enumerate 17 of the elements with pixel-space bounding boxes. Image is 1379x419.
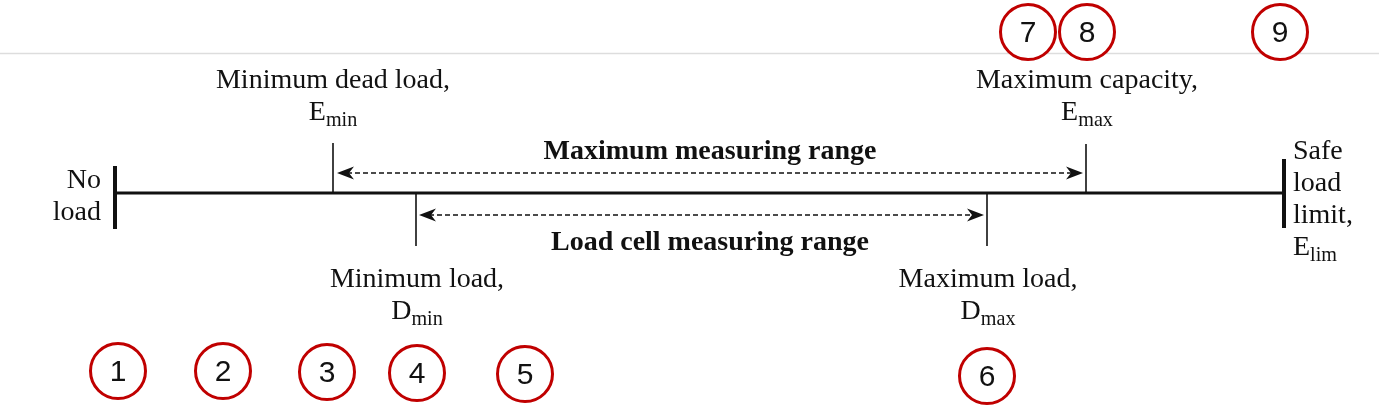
callout-number: 1 [89,342,147,400]
callout-number: 8 [1058,3,1116,61]
scale-point-label: Minimum load, D$_{min}$ [328,262,506,326]
callout-number: 3 [298,343,356,401]
callout-number: 4 [388,344,446,402]
scale-point-label: No load [52,163,101,227]
callout-number: 6 [958,347,1016,405]
range-label: Maximum measuring range [543,134,877,166]
callout-number: 2 [194,342,252,400]
callout-number: 5 [496,345,554,403]
callout-number: 9 [1251,3,1309,61]
callout-number: 7 [999,3,1057,61]
scale-point-label: Minimum dead load, E$_{min}$ [214,63,452,127]
scale-point-label: Maximum capacity, E$_{max}$ [974,63,1200,127]
range-label: Load cell measuring range [550,225,870,257]
scale-point-label: Safe load limit, E$_{lim}$ [1293,134,1353,262]
scale-point-label: Maximum load, D$_{max}$ [897,262,1079,326]
